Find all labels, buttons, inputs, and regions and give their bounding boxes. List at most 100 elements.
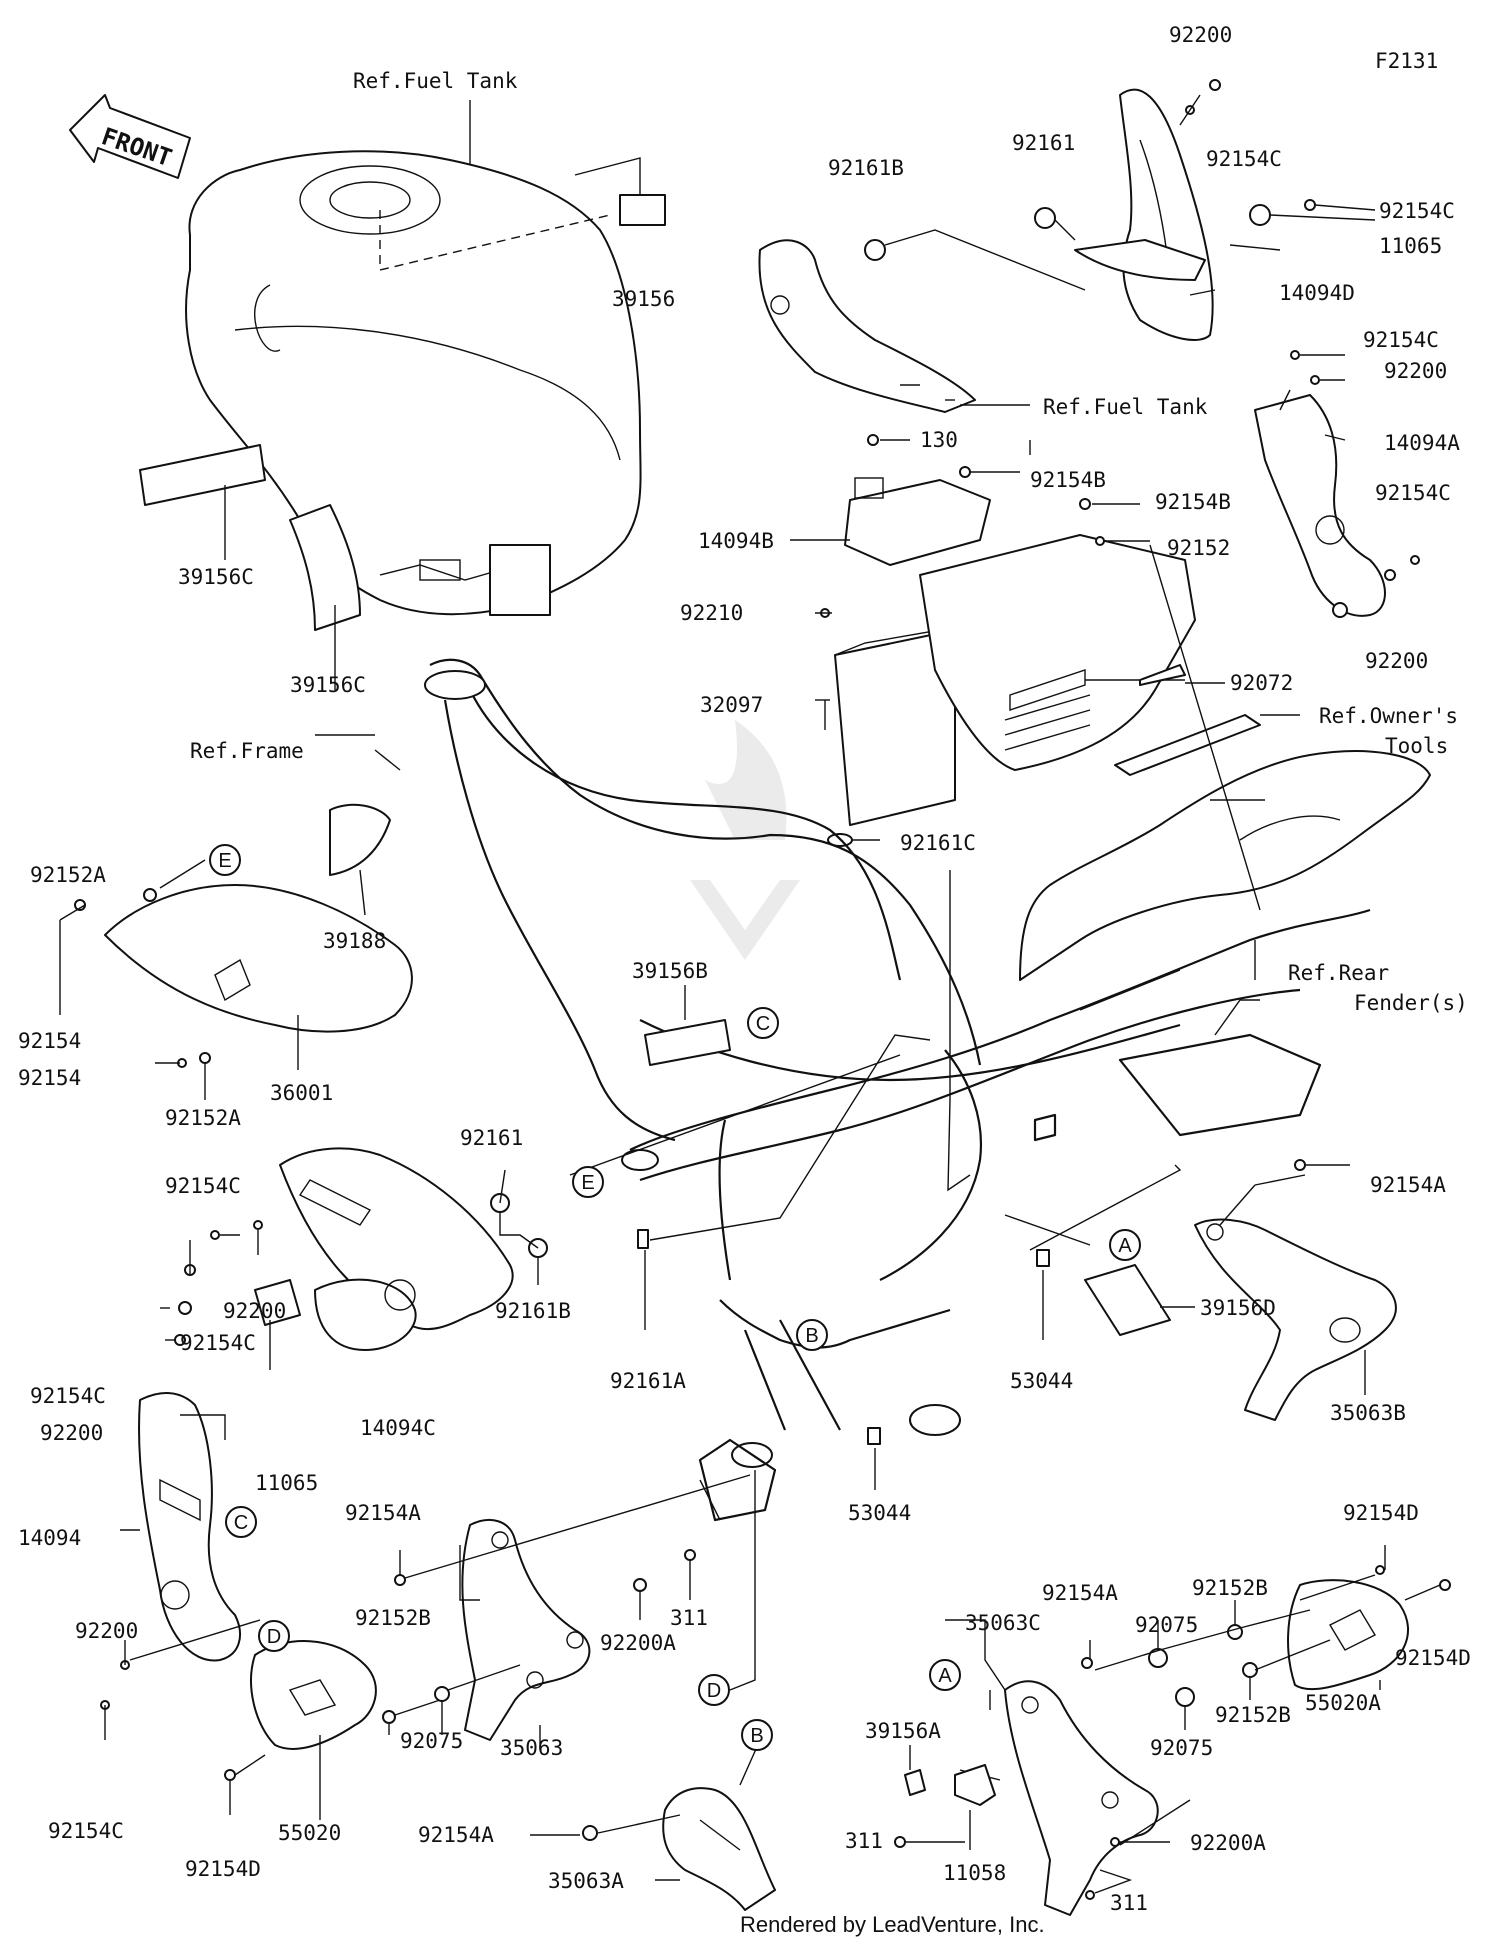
label-92152: 92152 [1167,536,1230,560]
part-labels: F2131 Ref.Fuel Tank 39156 39156C 39156C … [18,23,1471,1937]
label-92161a: 92161A [610,1369,686,1393]
insulator-92161a [637,1229,649,1249]
label-32097: 32097 [700,693,763,717]
label-92154c-6: 92154C [180,1331,256,1355]
label-92161c: 92161C [900,831,976,855]
label-92154b-2: 92154B [1155,490,1231,514]
label-39156: 39156 [612,287,675,311]
label-ref-rear-fender-1: Ref.Rear [1288,961,1389,985]
label-92154b-1: 92154B [1030,468,1106,492]
label-ref-frame: Ref.Frame [190,739,304,763]
cover-14094 [138,1392,241,1662]
label-92152a-1: 92152A [30,863,106,887]
label-ref-owners-tools-2: Tools [1385,734,1448,758]
sticker-39188 [329,803,391,876]
label-92210: 92210 [680,601,743,625]
callout-e-2-letter: E [581,1172,594,1194]
bracket-35063 [461,1519,591,1741]
label-39156b: 39156B [632,959,708,983]
callout-b-1-letter: B [805,1325,818,1347]
label-92154-2: 92154 [18,1066,81,1090]
label-92200a-2: 92200A [1190,1831,1266,1855]
callout-b-2-letter: B [750,1725,763,1747]
label-53044-2: 53044 [848,1501,911,1525]
label-92200-3: 92200 [1384,359,1447,383]
bracket-35063c [1004,1680,1159,1916]
cover-14094c [279,1147,514,1351]
label-ref-fuel-tank-1: Ref.Fuel Tank [353,69,518,93]
sticker-39156c-2 [289,504,361,631]
side-cover-36001 [104,884,413,1033]
label-92072: 92072 [1230,671,1293,695]
shroud-14094d [1074,88,1214,341]
frame-drawing [424,658,1371,1522]
label-311-3: 311 [1110,1891,1148,1915]
label-35063b: 35063B [1330,1401,1406,1425]
label-311-1: 311 [670,1606,708,1630]
label-11065-top: 11065 [1379,234,1442,258]
label-92152b-3: 92152B [1215,1703,1291,1727]
sticker-39156 [619,194,666,226]
label-92075-1: 92075 [1135,1613,1198,1637]
label-55020a: 55020A [1305,1691,1381,1715]
footer-credit: Rendered by LeadVenture, Inc. [740,1912,1045,1937]
callout-c-2: C [225,1506,257,1538]
label-35063a: 35063A [548,1869,624,1893]
callout-c-1: C [747,1007,779,1039]
battery-case [834,534,1196,826]
callout-e-2: E [572,1166,604,1198]
label-130: 130 [920,428,958,452]
callout-d-1: D [258,1620,290,1652]
label-92161-mid: 92161 [460,1126,523,1150]
rear-fender [1019,750,1431,1011]
label-92154a-2: 92154A [345,1501,421,1525]
guard-55020 [250,1640,377,1750]
label-92154c-5: 92154C [165,1174,241,1198]
label-ref-owners-tools-1: Ref.Owner's [1319,704,1458,728]
label-92200-5: 92200 [223,1299,286,1323]
label-11065-mid: 11065 [255,1471,318,1495]
label-92154a-1: 92154A [1370,1173,1446,1197]
label-14094c: 14094C [360,1416,436,1440]
label-92154c-3: 92154C [1363,328,1439,352]
callout-b-2: B [741,1719,773,1751]
label-39156c-1: 39156C [178,565,254,589]
callout-a-1-letter: A [1118,1235,1132,1257]
label-55020: 55020 [278,1821,341,1845]
label-39156d: 39156D [1200,1296,1276,1320]
callout-d-2-letter: D [707,1680,721,1702]
guard-55020a [1287,1579,1410,1691]
label-92152b-1: 92152B [1192,1576,1268,1600]
label-ref-fuel-tank-2: Ref.Fuel Tank [1043,395,1208,419]
clamp-11058 [954,1764,996,1806]
label-92161b-mid: 92161B [495,1299,571,1323]
callout-d-1-letter: D [267,1626,281,1648]
label-14094a: 14094A [1384,431,1460,455]
collar-53044-1 [1036,1249,1050,1267]
label-39188: 39188 [323,929,386,953]
label-92154c-4: 92154C [1375,481,1451,505]
callout-d-2: D [698,1674,730,1706]
label-ref-rear-fender-2: Fender(s) [1354,991,1468,1015]
front-arrow: FRONT [69,94,191,179]
callout-a-2: A [929,1659,961,1691]
label-35063: 35063 [500,1736,563,1760]
sticker-39156a [904,1769,926,1796]
sticker-39156d [1084,1264,1171,1336]
label-92154c-2: 92154C [1379,199,1455,223]
label-14094d: 14094D [1279,281,1355,305]
label-92154-1: 92154 [18,1029,81,1053]
label-39156c-2: 39156C [290,673,366,697]
label-92154c-8: 92154C [48,1819,124,1843]
callout-a-2-letter: A [938,1665,952,1687]
label-39156a: 39156A [865,1719,941,1743]
callout-c-2-letter: C [234,1512,248,1534]
label-311-2: 311 [845,1829,883,1853]
leader-39156 [379,214,611,271]
label-14094: 14094 [18,1526,81,1550]
label-92200-8: 92200 [75,1619,138,1643]
label-92154d-3: 92154D [185,1857,261,1881]
label-36001: 36001 [270,1081,333,1105]
bracket-35063b [1194,1218,1397,1421]
collar-53044-2 [867,1427,881,1445]
